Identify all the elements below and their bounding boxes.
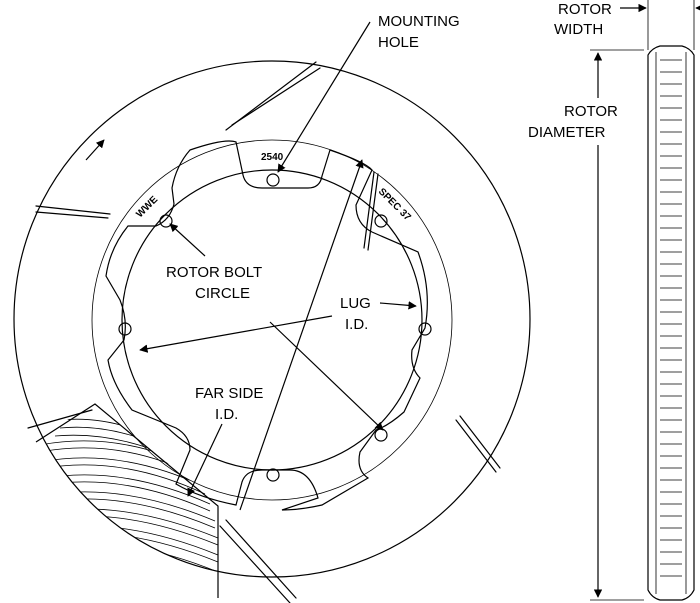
slot [35,211,109,219]
rotor-outer-edge [13,60,531,578]
mounting-hole-leader [277,21,371,173]
slot [459,415,501,469]
mounting-hole-label-line2: HOLE [378,34,419,51]
lug-id-label-line2: I.D. [345,316,368,333]
side-vanes [660,59,682,577]
mounting-hole-label: MOUNTING [378,13,460,30]
slot [367,173,379,251]
far-side-leader-line [269,321,384,431]
rotor-bolt-circle-label: ROTOR BOLT [166,264,262,281]
mounting-hole [374,214,388,228]
rotor-width-label: ROTOR [558,1,612,18]
lug-id-label: LUG [340,295,371,312]
slot [35,205,111,215]
bolt-circle-leader [169,223,206,257]
mounting-hole [418,322,432,336]
mounting-hole [374,428,388,442]
rotor-side-view [647,45,695,601]
mounting-hole [159,214,173,228]
rotor-slots [27,61,501,603]
rotor-bolt-circle-label-line2: CIRCLE [195,285,250,302]
rotor-diameter-label: ROTOR [564,103,618,120]
mounting-hole [266,468,280,482]
brand-text: WWE [134,194,160,220]
lug-id-leader-right [379,301,417,310]
rotor-diameter-line [239,159,364,511]
mounting-hole [266,173,280,187]
slot [225,519,297,599]
rotor-width-label-line2: WIDTH [554,21,603,38]
part-number-text: 2540 [261,152,284,163]
vane-cutaway [39,418,219,577]
far-side-id-leader [187,423,223,497]
far-side-id-label: FAR SIDE [195,385,263,402]
slot [363,171,375,249]
slot [455,419,497,473]
slot [219,525,291,603]
rotation-arrow-icon [85,139,105,161]
slot [231,67,321,126]
cutaway-edge [35,403,219,598]
mounting-hole [118,322,132,336]
mounting-holes [118,173,432,482]
rotor-diameter-label-line2: DIAMETER [528,124,606,141]
lug-id-leader-left [139,315,333,353]
far-side-id-label-line2: I.D. [215,406,238,423]
far-side-id-circle [91,139,453,501]
lug-id-circle [121,169,423,471]
